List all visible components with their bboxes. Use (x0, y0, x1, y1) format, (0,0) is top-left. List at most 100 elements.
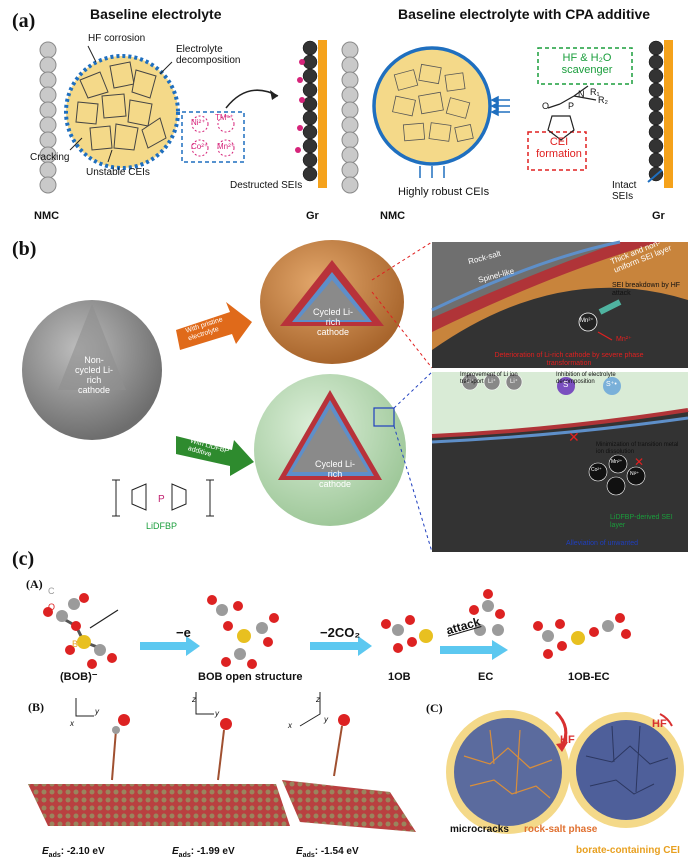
svg-text:P: P (158, 494, 165, 505)
borate-cei-label: borate-containing CEI (576, 845, 680, 856)
atom-o-label: O (48, 602, 56, 612)
ni2-label: Ni²⁺ (630, 471, 640, 477)
axis-y-2: y (215, 709, 219, 718)
eads-2: Eads: -1.99 eV (172, 846, 235, 859)
ob1-label: 1OB (388, 671, 411, 683)
s-plus-label: S⁺• (606, 381, 617, 388)
rock-salt-phase-label: rock-salt phase (524, 824, 598, 835)
inhibition-label: Inhibition of electrolyte decomposition (556, 372, 616, 385)
ion-co: Co²⁺ (191, 142, 209, 151)
highly-robust-ceis-label: Highly robust CEIs (398, 186, 490, 198)
nmc-right-label: NMC (380, 210, 406, 222)
mn-left-label: Mn²⁺ (580, 318, 594, 324)
cpa-molecule (547, 85, 597, 141)
right-title: Baseline electrolyte with CPA additive (398, 6, 651, 22)
bob-open-molecule (207, 595, 279, 669)
electrolyte-decomposition-label: Electrolyte decomposition (176, 44, 241, 66)
axis-x-3: x (288, 721, 292, 730)
axis-z-2: z (192, 695, 196, 704)
cei-box (527, 131, 587, 171)
gr-left-label: Gr (306, 210, 319, 222)
n-label: N (578, 89, 585, 99)
cycled-top-label: Cycled Li-rich cathode (312, 307, 353, 337)
left-title: Baseline electrolyte (90, 6, 222, 22)
p-label: P (568, 101, 575, 111)
gr-stack-right (648, 40, 664, 182)
bob-label: (BOB)⁻ (60, 671, 98, 683)
ob1-molecule (381, 615, 433, 653)
li-ion-2: Li⁺ (488, 379, 496, 385)
lidfbp-sei-label: LiDFBP-derived SEI layer (610, 514, 673, 529)
gr-right-label: Gr (652, 210, 665, 222)
non-cycled-label: Non-cycled Li-rich cathode (74, 355, 113, 395)
cracking-label: Cracking (30, 152, 70, 163)
axis-z-3: z (316, 695, 320, 704)
atom-c-label: C (48, 586, 55, 596)
s-label: S (563, 380, 569, 389)
panel-a-graphic (39, 40, 673, 194)
lidfbp-name: LiDFBP (146, 521, 178, 531)
atom-b-label: B (72, 639, 79, 649)
sub-a-label: (A) (26, 577, 43, 591)
ion-tm: TMⁿ⁺ (215, 113, 234, 122)
scavenger-box (537, 47, 633, 85)
axis-y-3: y (324, 715, 328, 724)
alleviation-label: Alleviation of unwanted (566, 540, 638, 547)
arrow-lidfbp (176, 436, 254, 476)
ob-ec-label: 1OB-EC (568, 671, 610, 683)
svg-text:✕: ✕ (634, 455, 644, 469)
microcracks-label: microcracks (450, 824, 509, 835)
axis-y-1: y (95, 707, 99, 716)
o-label: O (542, 101, 550, 111)
ion-mn: Mn²⁺ (217, 142, 235, 151)
mn-right-label: Mn²⁺ (616, 336, 632, 343)
minus-e-label: −e (176, 625, 191, 640)
r1-label: R₁ (590, 87, 600, 97)
intact-seis-label: Intact SEIs (612, 180, 637, 202)
panel-a-label: (a) (12, 10, 36, 32)
hf-label-2: HF (652, 718, 667, 730)
hf-corrosion-label: HF corrosion (88, 33, 146, 44)
li-ion-1: Li⁺ (466, 379, 474, 385)
co2-label: Co²⁺ (591, 467, 602, 473)
r2-label: R₂ (598, 95, 608, 105)
unstable-ceis-label: Unstable CEIs (86, 167, 150, 178)
pink-deposits (295, 59, 305, 153)
improvement-label: Improvement of Li ion transport (460, 372, 518, 385)
axis-x-1: x (70, 719, 74, 728)
gr-stack-left (302, 40, 318, 182)
sub-c-label: (C) (426, 701, 443, 715)
sub-b-label: (B) (28, 700, 44, 714)
deterioration-label: Deterioration of Li-rich cathode by seve… (494, 352, 644, 367)
ec-label: EC (478, 671, 494, 683)
bob-open-label: BOB open structure (198, 671, 303, 683)
svg-text:✕: ✕ (568, 429, 580, 445)
mn2-label: Mn²⁺ (611, 459, 623, 465)
panel-c-label: (c) (12, 548, 35, 570)
hf-label-1: HF (560, 734, 575, 746)
panel-c-graphic (28, 589, 684, 834)
nmc-left-label: NMC (34, 210, 60, 222)
minimization-label: Minimization of transition metal ion dis… (596, 442, 679, 455)
sei-breakdown-label: SEI breakdown by HF attack (612, 282, 681, 297)
ec-molecule (469, 589, 505, 636)
axes-glyphs (75, 692, 321, 727)
bob-molecule (43, 593, 119, 669)
ion-ni: Ni²⁺ (191, 118, 206, 127)
cycled-bottom-label: Cycled Li-rich cathode (314, 459, 355, 489)
destructed-seis-label: Destructed SEIs (230, 180, 303, 191)
panel-b-label: (b) (12, 238, 37, 260)
ob-ec-molecule (533, 613, 631, 659)
ion-box (181, 111, 245, 163)
arrow-pristine (176, 302, 252, 350)
particle-cracks (75, 61, 167, 151)
eads-1: Eads: -2.10 eV (42, 846, 105, 859)
cei-formation-label: CEI formation (536, 136, 582, 161)
nmc-stack-left (39, 41, 57, 194)
hf-h2o-scavenger-label: HF & H₂O scavenger (561, 52, 613, 77)
lidfbp-structure (112, 479, 214, 517)
eads-3: Eads: -1.54 eV (296, 846, 359, 859)
minus-2co2-label: −2CO₂ (320, 625, 361, 640)
li-ion-3: Li⁺ (510, 379, 518, 385)
panel-b-graphic: ✕ ✕ P (22, 240, 689, 553)
